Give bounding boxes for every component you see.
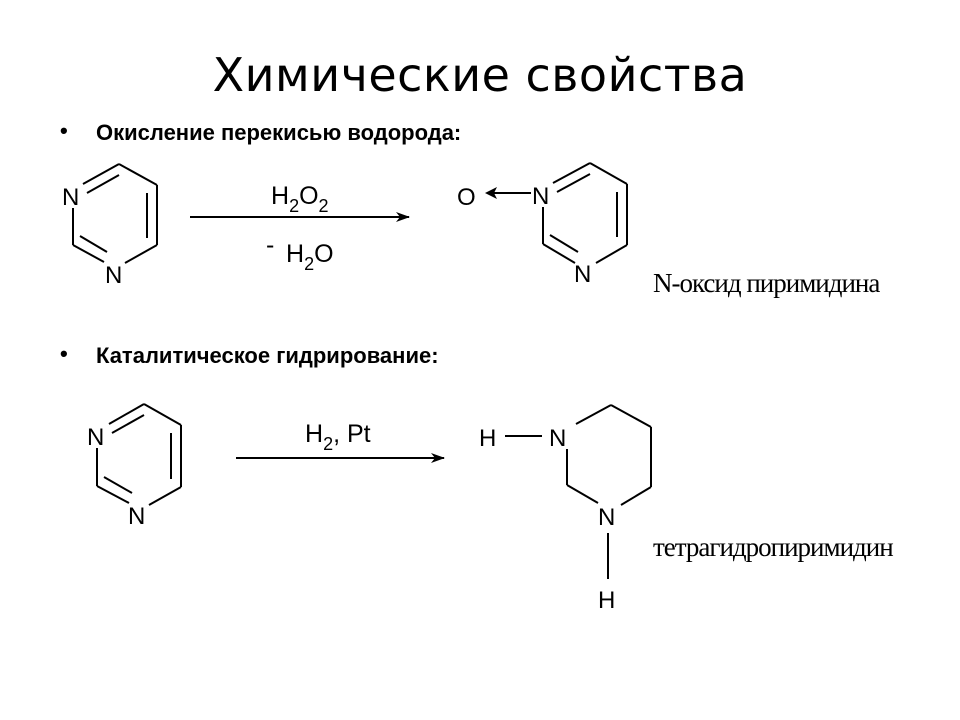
reagent-rest: , Pt	[333, 420, 371, 448]
atom-n: N	[105, 262, 122, 289]
pyrimidine-molecule-2	[96, 403, 182, 506]
product-name-tetrahydropyrimidine: тетрагидропиримидин	[653, 532, 894, 562]
atom-h: H	[479, 425, 496, 452]
pyrimidine-n-oxide-molecule	[493, 162, 628, 264]
minus-sign: -	[266, 231, 274, 259]
reagent-h2-pt: H2, Pt	[305, 420, 371, 454]
reagent-subscript: 2	[289, 196, 299, 216]
bullet-hydrogenation-text: Каталитическое гидрирование:	[96, 343, 439, 368]
reagent-subscript: 2	[323, 434, 333, 454]
atom-h: H	[598, 587, 615, 614]
atom-o: O	[457, 184, 476, 211]
svg-text:H2O: H2O	[286, 240, 334, 274]
page-title: Химические свойства	[212, 48, 748, 102]
svg-text:H2O2: H2O2	[271, 182, 329, 216]
tetrahydropyrimidine-molecule	[505, 404, 652, 579]
byproduct-water: - H2O	[266, 231, 334, 274]
reagent-symbol: H	[271, 182, 289, 210]
atom-n: N	[574, 261, 591, 288]
reagent-h2o2: H2O2	[271, 182, 329, 216]
reagent-symbol: H	[305, 420, 323, 448]
atom-n: N	[62, 184, 79, 211]
pyrimidine-molecule-1	[72, 163, 158, 264]
product-name-n-oxide: N-оксид пиримидина	[653, 268, 880, 298]
atom-n: N	[598, 504, 615, 531]
bullet-hydrogenation: • Каталитическое гидрирование:	[60, 341, 439, 369]
bullet-dot: •	[60, 341, 68, 366]
svg-text:H2, Pt: H2, Pt	[305, 420, 371, 454]
atom-n: N	[549, 425, 566, 452]
atom-n: N	[128, 503, 145, 530]
bullet-dot: •	[60, 118, 68, 143]
reagent-symbol: O	[314, 240, 333, 268]
bullet-oxidation: • Окисление перекисью водорода:	[60, 118, 462, 146]
dative-bond-arrowhead	[485, 187, 497, 199]
reagent-subscript: 2	[319, 196, 329, 216]
atom-n: N	[532, 183, 549, 210]
atom-n: N	[87, 424, 104, 451]
reagent-subscript: 2	[304, 254, 314, 274]
reagent-symbol: H	[286, 240, 304, 268]
bullet-oxidation-text: Окисление перекисью водорода:	[96, 120, 462, 145]
reagent-symbol: O	[299, 182, 318, 210]
